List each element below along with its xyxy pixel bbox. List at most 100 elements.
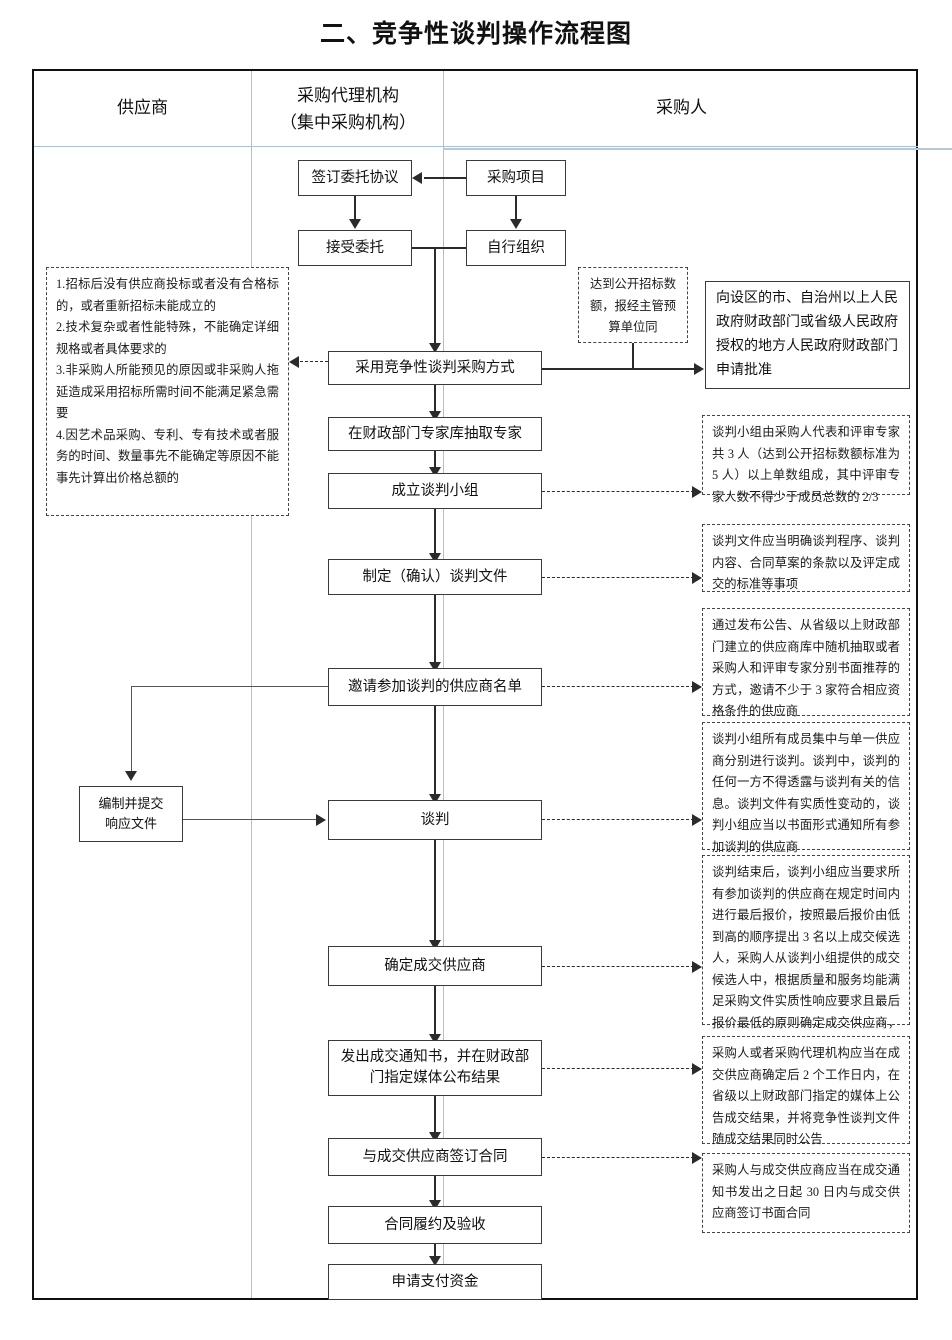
connector-docs-to-invite <box>434 595 436 667</box>
node-issue-award-notice[interactable]: 发出成交通知书，并在财政部 门指定媒体公布结果 <box>328 1040 542 1096</box>
leader-method-to-conditions <box>295 361 328 362</box>
arrowhead-method-to-conditions <box>289 356 299 368</box>
connector-group-to-docs <box>434 509 436 557</box>
connector-method-to-approval <box>542 368 697 370</box>
arrowhead-invite-to-supplier <box>125 771 137 781</box>
arrowhead-project-to-sign <box>412 172 422 184</box>
connector-contract-to-perform <box>434 1176 436 1204</box>
arrowhead-invite-to-note <box>692 681 702 693</box>
note-contract-rule-text: 采购人与成交供应商应当在成交通知书发出之日起 30 日内与成交供应商签订书面合同 <box>712 1163 900 1220</box>
arrowhead-supplier-to-negotiate <box>316 814 326 826</box>
node-invite-supplier-list[interactable]: 邀请参加谈判的供应商名单 <box>328 668 542 706</box>
node-sign-award-contract[interactable]: 与成交供应商签订合同 <box>328 1138 542 1176</box>
note-open-tender-threshold: 达到公开招标数额，报经主管预算单位同 <box>578 267 688 343</box>
arrowhead-determine-to-notice <box>429 1034 441 1044</box>
note-open-tender-threshold-text: 达到公开招标数额，报经主管预算单位同 <box>589 277 677 334</box>
note-negotiate-rule-text: 谈判小组所有成员集中与单一供应商分别进行谈判。谈判中，谈判的任何一方不得透露与谈… <box>712 732 900 854</box>
arrowhead-contract-to-note <box>692 1152 702 1164</box>
note-announce-rule: 采购人或者采购代理机构应当在成交供应商确定后 2 个工作日内，在省级以上财政部门… <box>702 1036 910 1146</box>
note-group-composition-text: 谈判小组由采购人代表和评审专家共 3 人（达到公开招标数额标准为 5 人）以上单… <box>712 425 900 504</box>
node-sign-entrust[interactable]: 签订委托协议 <box>298 160 412 196</box>
node-make-negotiation-docs[interactable]: 制定（确认）谈判文件 <box>328 559 542 595</box>
arrowhead-determine-to-note <box>692 961 702 973</box>
connector-method-to-experts <box>434 385 436 413</box>
note-announce-rule-text: 采购人或者采购代理机构应当在成交供应商确定后 2 个工作日内，在省级以上财政部门… <box>712 1046 900 1146</box>
connector-experts-to-group <box>434 451 436 471</box>
connector-invite-to-negotiate <box>434 706 436 798</box>
arrowhead-perform-to-payment <box>429 1256 441 1266</box>
arrowhead-project-to-self <box>510 219 522 229</box>
note-docs-content-text: 谈判文件应当明确谈判程序、谈判内容、合同草案的条款以及评定成交的标准等事项 <box>712 534 900 591</box>
connector-join-to-method <box>434 247 436 347</box>
arrowhead-contract-to-perform <box>429 1200 441 1210</box>
note-negotiation-conditions-text: 1.招标后没有供应商投标或者没有合格标的，或者重新招标未能成立的 2.技术复杂或… <box>56 277 279 485</box>
node-procurement-project[interactable]: 采购项目 <box>466 160 566 196</box>
note-docs-content: 谈判文件应当明确谈判程序、谈判内容、合同草案的条款以及评定成交的标准等事项 <box>702 524 910 592</box>
node-apply-approval[interactable]: 向设区的市、自治州以上人民政府财政部门或省级人民政府授权的地方人民政府财政部门申… <box>705 281 910 389</box>
arrowhead-sign-to-accept <box>349 219 361 229</box>
arrowhead-group-to-note <box>692 486 702 498</box>
arrowhead-notice-to-contract <box>429 1132 441 1142</box>
node-determine-supplier[interactable]: 确定成交供应商 <box>328 946 542 986</box>
note-negotiation-conditions: 1.招标后没有供应商投标或者没有合格标的，或者重新招标未能成立的 2.技术复杂或… <box>46 267 289 516</box>
arrowhead-join-to-method <box>429 343 441 353</box>
leader-notice-to-note <box>542 1068 694 1069</box>
node-draw-experts[interactable]: 在财政部门专家库抽取专家 <box>328 417 542 451</box>
lane-header-purchaser: 采购人 <box>656 98 707 117</box>
node-prepare-submit-response-line1: 编制并提交 <box>98 796 164 811</box>
leader-docs-to-note <box>542 577 694 578</box>
arrowhead-docs-to-invite <box>429 662 441 672</box>
note-group-composition: 谈判小组由采购人代表和评审专家共 3 人（达到公开招标数额标准为 5 人）以上单… <box>702 415 910 504</box>
arrowhead-invite-to-negotiate <box>429 794 441 804</box>
lane-header-supplier: 供应商 <box>117 98 168 117</box>
connector-project-to-sign <box>424 177 466 179</box>
connector-notice-to-contract <box>434 1096 436 1136</box>
note-award-rule: 谈判结束后，谈判小组应当要求所有参加谈判的供应商在规定时间内进行最后报价，按照最… <box>702 855 910 1051</box>
leader-contract-to-note <box>542 1157 694 1158</box>
node-adopt-negotiation-method[interactable]: 采用竞争性谈判采购方式 <box>328 351 542 385</box>
connector-negotiate-to-determine <box>434 840 436 944</box>
lane-header-agency-line2: （集中采购机构） <box>280 113 416 132</box>
node-prepare-submit-response[interactable]: 编制并提交 响应文件 <box>79 786 183 842</box>
connector-project-to-self <box>515 196 517 220</box>
node-apply-payment[interactable]: 申请支付资金 <box>328 1264 542 1300</box>
arrowhead-group-to-docs <box>429 553 441 563</box>
note-contract-rule: 采购人与成交供应商应当在成交通知书发出之日起 30 日内与成交供应商签订书面合同 <box>702 1153 910 1233</box>
connector-invite-to-supplier-h <box>131 686 328 688</box>
node-self-organize[interactable]: 自行组织 <box>466 230 566 266</box>
arrowhead-experts-to-group <box>429 467 441 477</box>
lane-header-agency: 采购代理机构 （集中采购机构） <box>253 82 443 136</box>
leader-determine-to-note <box>542 966 694 967</box>
arrowhead-docs-to-note <box>692 572 702 584</box>
leader-group-to-note <box>542 491 694 492</box>
connector-perform-to-payment <box>434 1244 436 1262</box>
leader-invite-to-note <box>542 686 694 687</box>
arrowhead-method-to-approval <box>694 363 704 375</box>
note-invite-rule-text: 通过发布公告、从省级以上财政部门建立的供应商库中随机抽取或者采购人和评审专家分别… <box>712 618 900 718</box>
connector-determine-to-notice <box>434 986 436 1038</box>
node-prepare-submit-response-line2: 响应文件 <box>104 816 157 831</box>
lane-header-agency-line1: 采购代理机构 <box>297 86 399 105</box>
connector-invite-to-supplier-v <box>131 686 133 772</box>
connector-supplier-to-negotiate <box>183 819 318 821</box>
lane-header-rule-accent <box>443 148 952 150</box>
arrowhead-notice-to-note <box>692 1063 702 1075</box>
leader-negotiate-to-note <box>542 819 694 820</box>
arrowhead-negotiate-to-note <box>692 814 702 826</box>
connector-sign-to-accept <box>354 196 356 220</box>
arrowhead-negotiate-to-determine <box>429 940 441 950</box>
lane-divider-supplier-agency <box>251 71 252 1298</box>
node-issue-award-notice-line2: 门指定媒体公布结果 <box>369 1070 501 1086</box>
node-contract-performance-acceptance[interactable]: 合同履约及验收 <box>328 1206 542 1244</box>
node-negotiate[interactable]: 谈判 <box>328 800 542 840</box>
note-invite-rule: 通过发布公告、从省级以上财政部门建立的供应商库中随机抽取或者采购人和评审专家分别… <box>702 608 910 718</box>
node-form-negotiation-group[interactable]: 成立谈判小组 <box>328 473 542 509</box>
lane-header-rule <box>34 146 918 147</box>
connector-accept-to-join <box>412 247 466 249</box>
note-negotiate-rule: 谈判小组所有成员集中与单一供应商分别进行谈判。谈判中，谈判的任何一方不得透露与谈… <box>702 722 910 854</box>
node-issue-award-notice-line1: 发出成交通知书，并在财政部 <box>340 1049 530 1065</box>
node-accept-entrust[interactable]: 接受委托 <box>298 230 412 266</box>
note-award-rule-text: 谈判结束后，谈判小组应当要求所有参加谈判的供应商在规定时间内进行最后报价，按照最… <box>712 865 900 1051</box>
arrowhead-method-to-experts <box>429 411 441 421</box>
